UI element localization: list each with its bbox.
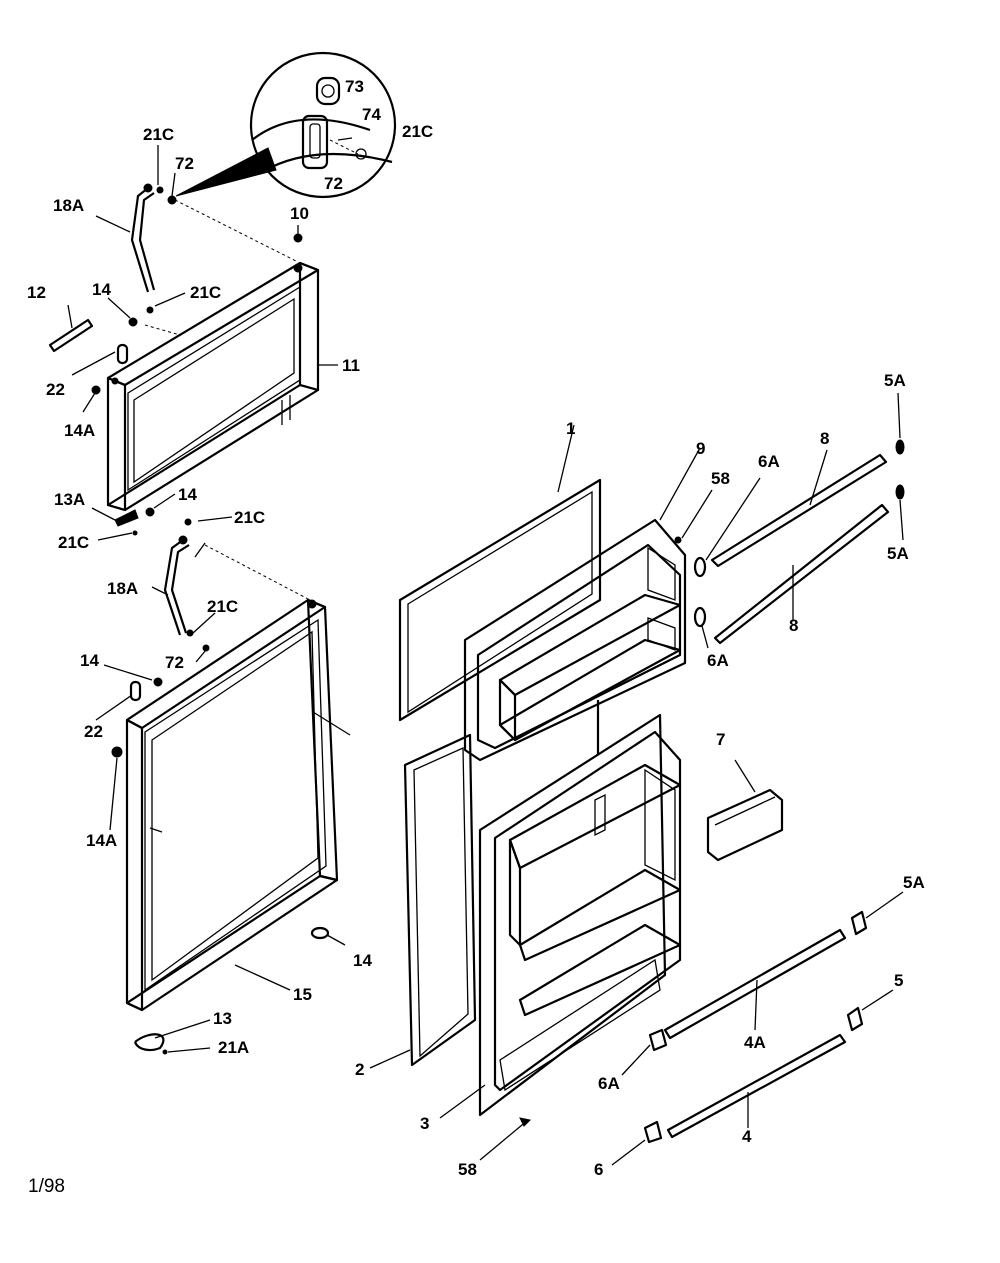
hinge-detail-magnifier [175,51,397,199]
callout-10: 10 [290,204,309,223]
shelf-bar-end-cap [846,1006,864,1032]
door-stop [129,680,142,702]
callout-22-freezer: 22 [46,380,65,399]
callout-73: 73 [345,77,364,96]
freezer-shelf-bar-bottom [713,503,890,645]
screw [162,1049,168,1055]
callout-18a-freezer: 18A [53,196,85,215]
hinge-bushing [310,926,330,940]
bottom-hinge [133,1033,165,1052]
door-shelf-bar-upper [663,928,847,1040]
hinge-bushing [145,507,155,517]
callout-14a-fresh: 14A [86,831,118,850]
freezer-door-liner [463,447,713,762]
callout-12: 12 [27,283,46,302]
hinge-pin-plug [91,385,101,395]
callout-5: 5 [894,971,904,990]
shelf-bar-cap [693,606,707,628]
freezer-door-handle [130,183,156,293]
shelf-bar-cap [643,1120,663,1144]
callout-5a-mid: 5A [887,544,909,563]
callout-11: 11 [342,356,360,375]
hinge-bushing [128,317,138,327]
callout-4a: 4A [744,1033,766,1052]
callout-21a: 21A [218,1038,250,1057]
door-stop [116,343,129,365]
callout-14-freezer: 14 [92,280,111,299]
callout-72-fresh: 72 [165,653,184,672]
callout-14-fresh: 14 [80,651,99,670]
hinge-pin-plug [111,746,123,758]
callout-6a-top: 6A [758,452,780,471]
callout-21c-fresh: 21C [207,597,239,616]
callout-9: 9 [696,439,706,458]
hinge-bushing [153,677,163,687]
callout-8-top: 8 [820,429,830,448]
shelf-bar-end-cap [895,439,905,455]
callout-3: 3 [420,1114,430,1133]
screw [184,518,192,526]
callout-6a-mid: 6A [707,651,729,670]
callout-21c-mid-right: 21C [234,508,266,527]
callout-72-top: 72 [175,154,194,173]
callout-14-bottom: 14 [353,951,372,970]
freezer-door [106,261,320,512]
fresh-food-door-handle [163,535,190,636]
screw [146,306,154,314]
callout-13a: 13A [54,490,86,509]
callout-6a-bottom: 6A [598,1074,620,1093]
callout-7: 7 [716,730,726,749]
bottom-hinge-cap [114,509,139,527]
callout-18a-fresh: 18A [107,579,139,598]
shelf-bar-cap [648,1028,668,1052]
shelf-bar-end-cap [895,484,905,500]
screw [156,186,164,194]
fresh-food-door-liner [439,713,682,1161]
door-shelf-bar-lower [666,1033,847,1139]
callout-14a-freezer: 14A [64,421,96,440]
callout-2: 2 [355,1060,365,1079]
callout-58-bottom: 58 [458,1160,477,1179]
trim-strip [48,318,94,353]
shelf-bar-cap [693,556,707,578]
screw [186,629,194,637]
callout-21c-mid-left: 21C [58,533,90,552]
callout-21c-top: 21C [143,125,175,144]
callout-74: 74 [362,105,381,124]
date-code: 1/98 [28,1176,65,1197]
fresh-food-door [125,598,351,1012]
callout-21c-detail: 21C [402,122,434,141]
callout-5a-top: 5A [884,371,906,390]
shelf-bar-end-cap [850,910,868,936]
callout-1: 1 [566,419,576,438]
washer [167,195,177,205]
door-handle-trim [706,759,784,862]
screw [132,530,138,536]
freezer-shelf-bar-top [710,449,888,568]
callout-5a-bottom: 5A [903,873,925,892]
callout-22-fresh: 22 [84,722,103,741]
callout-72-detail: 72 [324,174,343,193]
callout-14-mid: 14 [178,485,197,504]
callout-4: 4 [742,1127,752,1146]
fresh-food-door-gasket [369,733,477,1069]
callout-15: 15 [293,985,312,1004]
callout-6: 6 [594,1160,604,1179]
callout-13: 13 [213,1009,232,1028]
freezer-door-gasket [398,424,602,722]
callout-8-mid: 8 [789,616,799,635]
callout-21c-freezer-hinge: 21C [190,283,222,302]
hinge-pin [293,233,303,243]
callout-58-top: 58 [711,469,730,488]
